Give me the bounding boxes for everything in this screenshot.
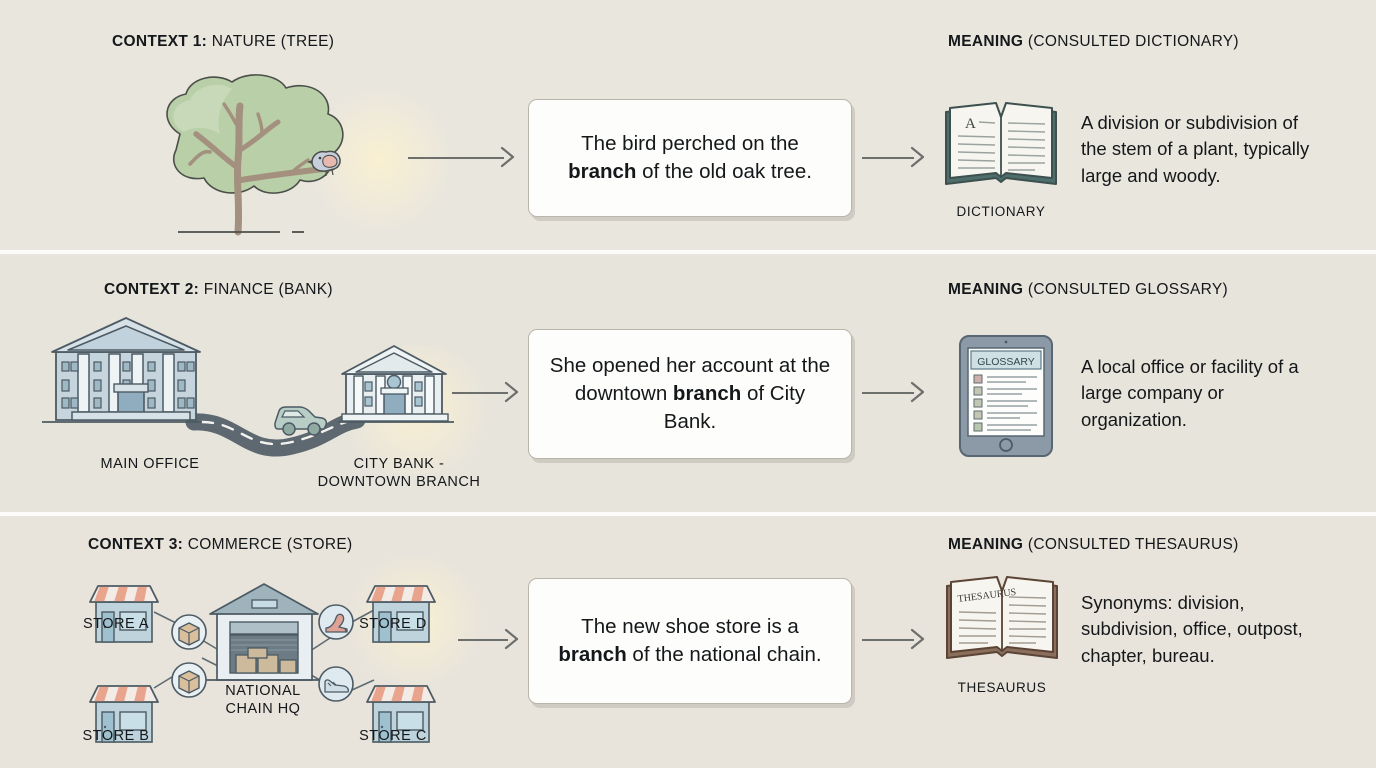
arrow-sentence-3-to-meaning: [862, 628, 928, 652]
arrow-context-3-to-sentence: [458, 628, 522, 652]
sentence-text-3: The new shoe store is a branch of the na…: [529, 613, 851, 669]
national-chain-hq-icon: [205, 583, 324, 681]
arrow-context-2-to-sentence: [452, 381, 522, 405]
sentence-1-before: The bird perched on the: [581, 131, 799, 155]
header-meaning-2-rest: (CONSULTED GLOSSARY): [1023, 281, 1228, 298]
label-city-bank: CITY BANK - DOWNTOWN BRANCH: [308, 456, 490, 491]
bird-icon: [307, 150, 341, 176]
arrow-sentence-2-to-meaning: [862, 381, 928, 405]
reference-dictionary[interactable]: A: [940, 98, 1062, 196]
header-meaning-3-rest: (CONSULTED THESAURUS): [1023, 536, 1239, 553]
header-meaning-1: MEANING (CONSULTED DICTIONARY): [948, 33, 1239, 51]
reference-thesaurus[interactable]: THESAURUS: [942, 572, 1062, 670]
sentence-2-keyword: branch: [672, 381, 742, 405]
node-badge-high-heel: [318, 604, 354, 640]
header-context-2-bold: CONTEXT 2:: [104, 281, 200, 298]
divider-2: [0, 512, 1376, 516]
reference-label-thesaurus: THESAURUS: [957, 680, 1047, 695]
arrow-sentence-1-to-meaning: [862, 146, 928, 170]
store-a-icon: [89, 585, 159, 643]
header-context-1-rest: NATURE (TREE): [207, 33, 335, 50]
main-office-building: [42, 317, 202, 423]
label-city-bank-line1: CITY BANK -: [353, 456, 445, 472]
sentence-2-before: She opened her account at the downtown: [549, 353, 831, 405]
store-c-icon: [366, 685, 436, 743]
header-meaning-2-bold: MEANING: [948, 281, 1024, 298]
header-context-2-rest: FINANCE (BANK): [199, 281, 333, 298]
sentence-card-1[interactable]: The bird perched on the branch of the ol…: [528, 99, 852, 217]
label-hq-line1: NATIONAL: [225, 683, 301, 699]
node-badge-package-1: [171, 614, 207, 650]
tree-canopy: [166, 74, 344, 194]
meaning-text-3: Synonyms: division, subdivision, office,…: [1081, 592, 1303, 666]
label-store-a: STORE A: [82, 616, 150, 632]
meaning-text-1: A division or subdivision of the stem of…: [1081, 112, 1310, 186]
label-store-c: STORE C: [359, 728, 427, 744]
header-meaning-2: MEANING (CONSULTED GLOSSARY): [948, 281, 1228, 299]
branch-bank-building: [338, 345, 454, 423]
dictionary-page-letter: A: [965, 116, 976, 132]
car-icon: [274, 406, 328, 436]
header-context-2: CONTEXT 2: FINANCE (BANK): [104, 281, 333, 299]
header-meaning-3: MEANING (CONSULTED THESAURUS): [948, 536, 1239, 554]
tablet-screen-title: GLOSSARY: [977, 356, 1035, 368]
reference-glossary-tablet[interactable]: GLOSSARY: [958, 334, 1054, 458]
store-b-icon: [89, 685, 159, 743]
sentence-card-3[interactable]: The new shoe store is a branch of the na…: [528, 578, 852, 704]
header-meaning-1-rest: (CONSULTED DICTIONARY): [1023, 33, 1239, 50]
store-d-icon: [366, 585, 436, 643]
sentence-3-before: The new shoe store is a: [581, 614, 799, 638]
node-badge-sneaker: [318, 666, 354, 702]
header-meaning-1-bold: MEANING: [948, 33, 1024, 50]
header-context-3-rest: COMMERCE (STORE): [183, 536, 353, 553]
illustration-bank-buildings: [42, 312, 472, 457]
illustration-tree-with-bird: [120, 72, 390, 242]
illustration-chain-hq: [62, 560, 462, 755]
tree-trunk-and-branches: [188, 102, 335, 236]
header-context-3-bold: CONTEXT 3:: [88, 536, 184, 553]
label-hq-line2: CHAIN HQ: [225, 700, 301, 717]
divider-1: [0, 250, 1376, 254]
sentence-card-2[interactable]: She opened her account at the downtown b…: [528, 329, 852, 459]
sentence-2-after: of City Bank.: [663, 381, 806, 434]
header-context-1: CONTEXT 1: NATURE (TREE): [112, 33, 334, 51]
label-city-bank-line2: DOWNTOWN BRANCH: [317, 473, 481, 490]
reference-label-dictionary: DICTIONARY: [956, 204, 1046, 219]
header-context-1-bold: CONTEXT 1:: [112, 33, 208, 50]
sentence-1-after: of the old oak tree.: [636, 160, 812, 183]
label-store-b: STORE B: [82, 728, 150, 744]
sentence-text-1: The bird perched on the branch of the ol…: [529, 130, 851, 186]
arrow-context-1-to-sentence: [408, 146, 518, 170]
label-store-d: STORE D: [359, 616, 427, 632]
sentence-3-keyword: branch: [558, 643, 627, 666]
sentence-1-keyword: branch: [568, 160, 637, 183]
label-main-office: MAIN OFFICE: [100, 456, 200, 472]
sentence-3-after: of the national chain.: [626, 643, 822, 666]
sentence-text-2: She opened her account at the downtown b…: [529, 352, 851, 436]
meaning-text-2: A local office or facility of a large co…: [1081, 356, 1299, 430]
node-badge-package-2: [171, 662, 207, 698]
header-meaning-3-bold: MEANING: [948, 536, 1024, 553]
label-national-chain-hq: NATIONAL CHAIN HQ: [188, 683, 338, 718]
header-context-3: CONTEXT 3: COMMERCE (STORE): [88, 536, 352, 554]
